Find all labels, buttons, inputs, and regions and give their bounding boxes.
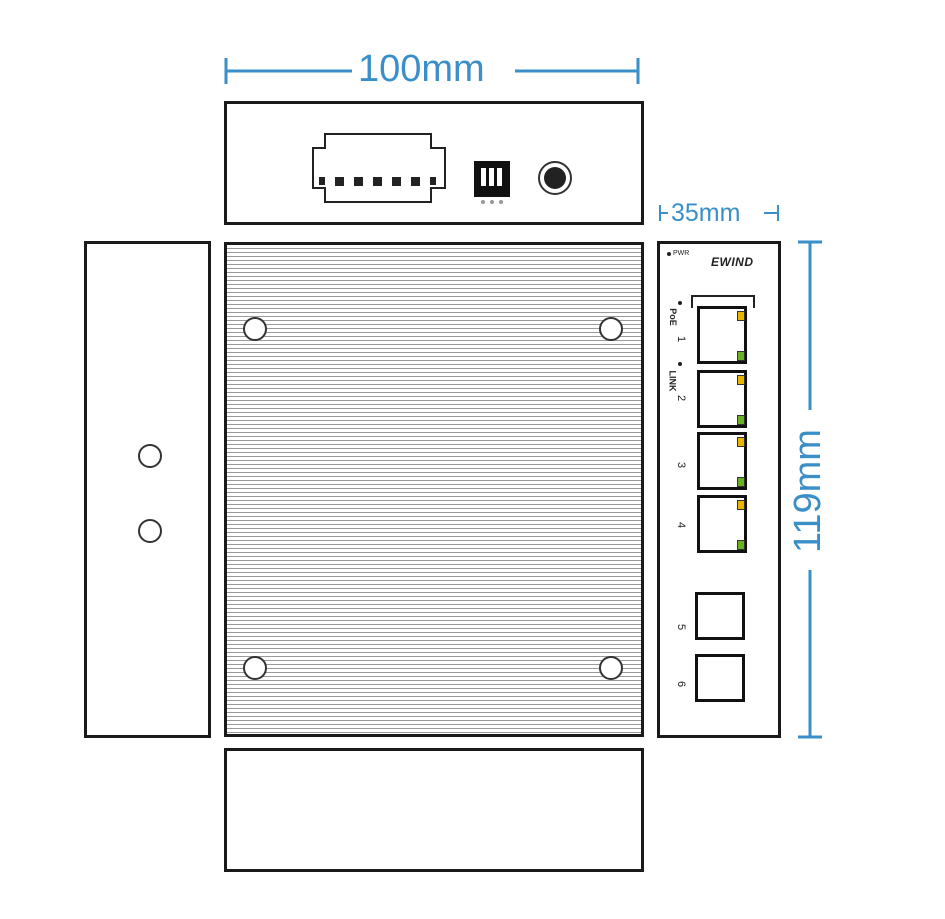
- mounting-hole: [243, 656, 267, 680]
- poe-led: [737, 311, 745, 321]
- link-led: [737, 477, 745, 487]
- rj45-port-1: [697, 306, 747, 364]
- rj45-port-4: [697, 495, 747, 553]
- sfp-port-5: [695, 592, 745, 640]
- link-led-dot: [678, 362, 682, 366]
- poe-led: [737, 500, 745, 510]
- mounting-hole: [243, 317, 267, 341]
- terminal-block-connector: [312, 133, 446, 203]
- port-6-number: 6: [675, 680, 688, 688]
- top-panel: [224, 101, 644, 225]
- mounting-hole: [138, 444, 162, 468]
- poe-led-dot: [678, 301, 682, 305]
- pwr-led-indicator: [667, 252, 671, 256]
- port-group-bracket: [691, 295, 755, 308]
- width-dimension-label: 100mm: [358, 48, 485, 90]
- port-1-number: 1: [675, 335, 688, 343]
- height-dimension-label: 119mm: [787, 429, 829, 553]
- rj45-port-3: [697, 432, 747, 490]
- link-led-label: LINK: [667, 370, 678, 392]
- mounting-hole: [599, 656, 623, 680]
- dip-switch: [474, 161, 510, 204]
- rj45-port-2: [697, 370, 747, 428]
- port-3-number: 3: [675, 461, 688, 469]
- left-side-panel: [84, 241, 211, 738]
- sfp-port-6: [695, 654, 745, 702]
- depth-dimension-label: 35mm: [671, 199, 741, 227]
- link-led: [737, 540, 745, 550]
- power-jack: [538, 161, 572, 195]
- poe-led: [737, 437, 745, 447]
- heatsink-body: [224, 242, 644, 737]
- port-4-number: 4: [675, 521, 688, 529]
- port-5-number: 5: [675, 623, 688, 631]
- brand-logo: EWIND: [711, 255, 754, 269]
- bottom-panel: [224, 748, 644, 872]
- poe-led: [737, 375, 745, 385]
- pwr-label: PWR: [673, 250, 690, 257]
- mounting-hole: [138, 519, 162, 543]
- poe-led-label: PoE: [667, 308, 678, 326]
- link-led: [737, 351, 745, 361]
- port-2-number: 2: [675, 394, 688, 402]
- link-led: [737, 415, 745, 425]
- mounting-hole: [599, 317, 623, 341]
